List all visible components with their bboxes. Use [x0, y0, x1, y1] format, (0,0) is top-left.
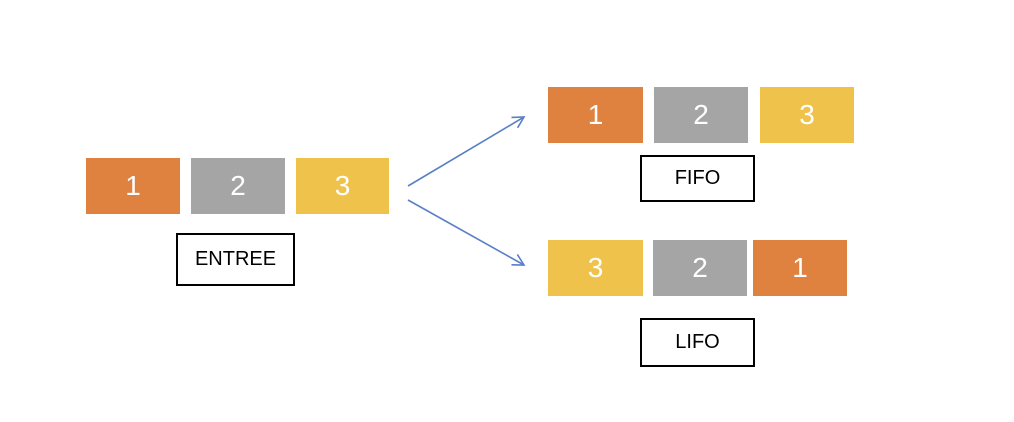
entree-label: ENTREE: [176, 233, 295, 286]
arrow-to-lifo: [407, 199, 526, 266]
lifo-item-1: 3: [548, 240, 643, 296]
entree-item-1: 1: [86, 158, 180, 214]
fifo-label: FIFO: [640, 155, 755, 202]
entree-item-2: 2: [191, 158, 285, 214]
fifo-item-1: 1: [548, 87, 643, 143]
arrow-to-fifo: [407, 116, 526, 187]
lifo-item-3: 1: [753, 240, 847, 296]
lifo-label: LIFO: [640, 318, 755, 367]
fifo-item-2: 2: [654, 87, 748, 143]
lifo-item-2: 2: [653, 240, 747, 296]
fifo-item-3: 3: [760, 87, 854, 143]
entree-item-3: 3: [296, 158, 389, 214]
